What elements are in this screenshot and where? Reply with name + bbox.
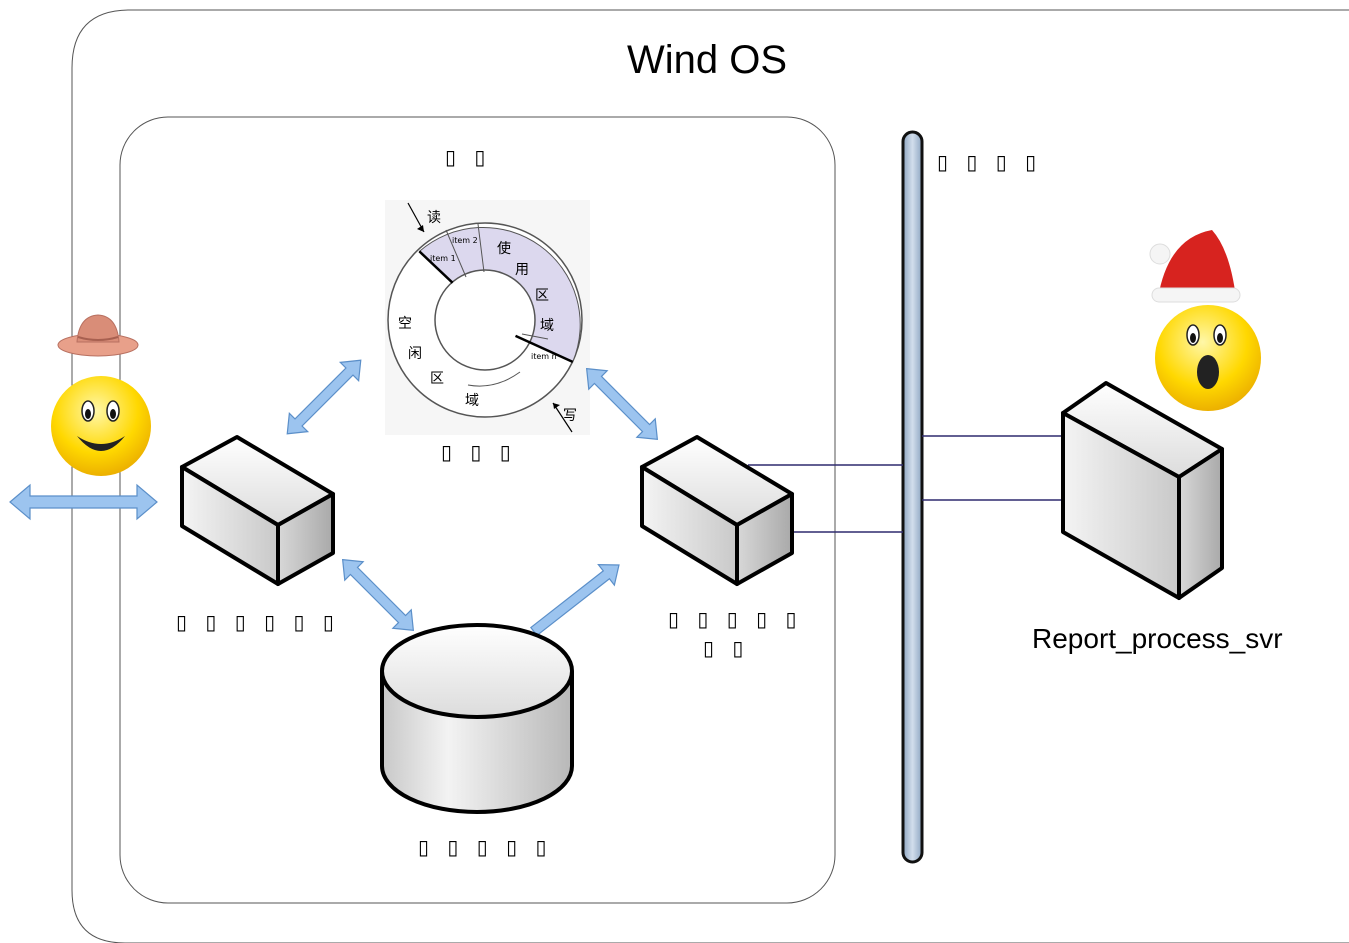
os-boundary xyxy=(71,9,1349,943)
worker-server-label-2: ▯ ▯ xyxy=(703,636,750,660)
ring-used-char: 用 xyxy=(515,262,529,278)
inner-box-label: ▯ ▯ xyxy=(445,145,492,169)
ring-item2-label: item 2 xyxy=(452,236,478,245)
left-server-label: ▯ ▯ ▯ ▯ ▯ ▯ xyxy=(176,610,340,634)
ring-free-char: 闲 xyxy=(408,346,422,362)
report-server xyxy=(1061,381,1224,600)
ring-itemn-label: item n xyxy=(531,352,557,361)
ring-read-label: 读 xyxy=(427,210,441,226)
user-smiley-icon xyxy=(51,314,151,476)
ring-free-char: 区 xyxy=(430,371,444,387)
database-cylinder xyxy=(380,623,574,814)
ring-item1-label: item 1 xyxy=(430,254,456,263)
network-links xyxy=(748,435,1062,533)
ring-used-char: 区 xyxy=(535,288,549,304)
ring-free-char: 空 xyxy=(398,316,412,332)
report-server-label: Report_process_svr xyxy=(1032,623,1283,654)
inner-process-box xyxy=(119,116,836,904)
ring-free-char: 域 xyxy=(465,393,479,409)
ring-used-char: 使 xyxy=(497,241,511,257)
bus-label: ▯ ▯ ▯ ▯ xyxy=(937,150,1043,174)
arrow-db-worker xyxy=(529,563,620,637)
diagram-title: Wind OS xyxy=(627,38,788,82)
arrow-server-db xyxy=(341,558,415,632)
ring-write-label: 写 xyxy=(563,408,577,424)
flow-arrows xyxy=(9,359,659,637)
ring-buffer-figure xyxy=(385,200,590,435)
worker-server-label: ▯ ▯ ▯ ▯ ▯ xyxy=(668,607,803,631)
database-label: ▯ ▯ ▯ ▯ ▯ xyxy=(418,835,553,859)
arrow-external xyxy=(9,483,158,521)
left-server xyxy=(180,435,335,586)
surprised-smiley-icon xyxy=(1149,230,1261,411)
right-worker-server xyxy=(640,435,794,586)
ring-buffer-label: ▯ ▯ ▯ xyxy=(441,440,517,464)
ring-used-char: 域 xyxy=(540,318,554,334)
bus-bar xyxy=(901,130,924,864)
arrow-ring-worker xyxy=(585,367,659,441)
arrow-server-ring xyxy=(286,359,362,435)
